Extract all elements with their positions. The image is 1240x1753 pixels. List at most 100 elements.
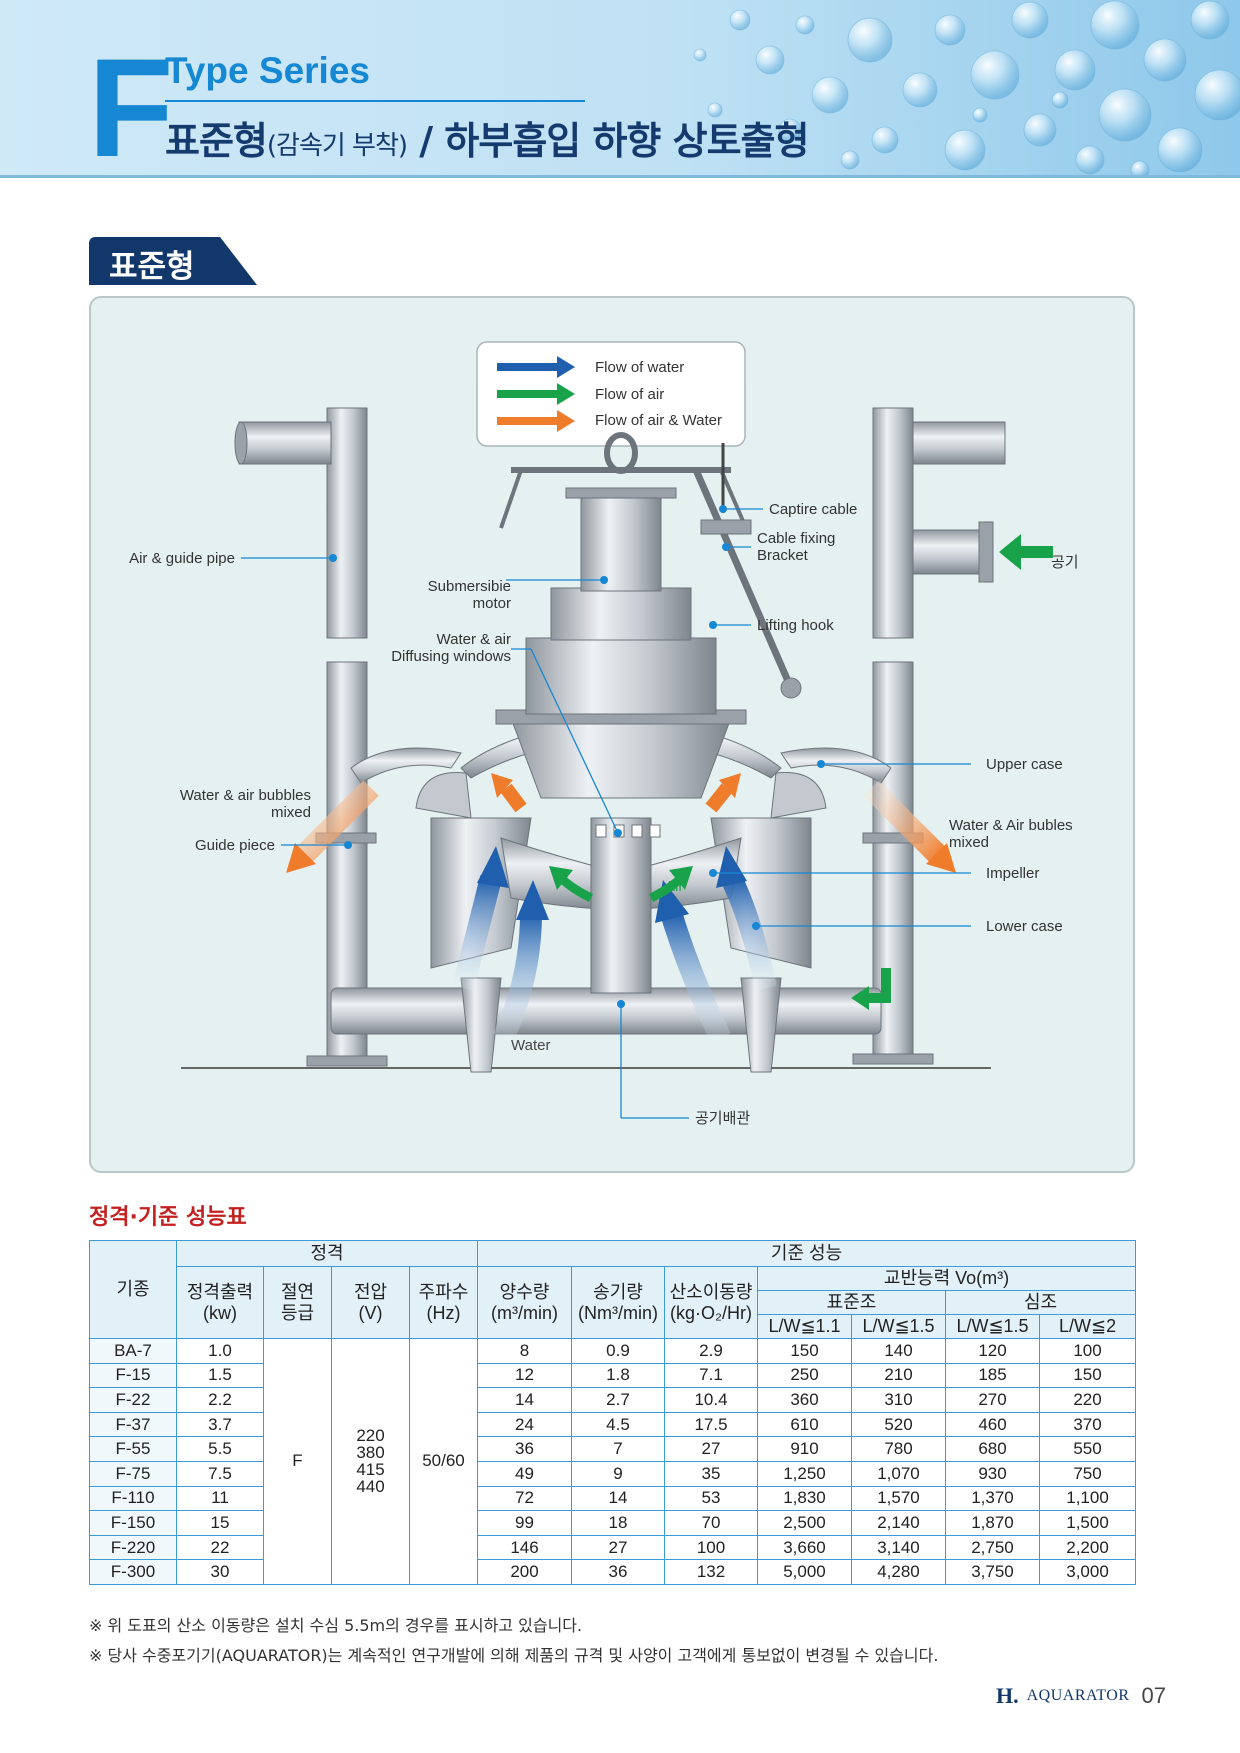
cell-output: 1.0 xyxy=(176,1338,264,1364)
label-lifting-hook: Lifting hook xyxy=(757,617,834,634)
cell-model: F-300 xyxy=(89,1559,177,1585)
cell-model: F-75 xyxy=(89,1460,177,1487)
label-diffusing-2: Diffusing windows xyxy=(391,648,511,665)
label-captire-cable: Captire cable xyxy=(769,501,857,518)
header-frequency-unit: (Hz) xyxy=(426,1302,461,1323)
upper-case-left-wing xyxy=(350,747,462,784)
header-water-flow-unit: (m³/min) xyxy=(491,1302,558,1323)
cell-water-flow: 146 xyxy=(477,1534,572,1561)
cell-lw-3: 680 xyxy=(945,1436,1040,1462)
cell-lw-3: 185 xyxy=(945,1362,1040,1389)
cell-lw-3: 120 xyxy=(945,1338,1040,1364)
section-tab: 표준형 xyxy=(89,237,257,285)
cell-oxygen: 35 xyxy=(664,1460,758,1487)
brand-logo-mark: H. xyxy=(996,1683,1019,1708)
lifting-leg-right xyxy=(719,469,748,529)
header-mixing: 교반능력 Vo(m³) xyxy=(756,1266,1137,1291)
header-rule xyxy=(0,175,1240,178)
motor-flange xyxy=(510,717,732,799)
header-output: 정격출력(kw) xyxy=(176,1266,264,1339)
cell-output: 5.5 xyxy=(176,1436,264,1462)
subtitle-paren: (감속기 부착) xyxy=(266,131,408,161)
legend-air-arrow-icon xyxy=(497,383,575,405)
lifting-leg-left xyxy=(499,469,523,529)
cell-oxygen: 53 xyxy=(664,1485,758,1512)
cell-oxygen: 70 xyxy=(664,1510,758,1536)
cell-lw-1: 5,000 xyxy=(757,1559,852,1585)
subtitle-separator: / xyxy=(419,119,433,163)
cell-lw-3: 1,370 xyxy=(945,1485,1040,1512)
lifting-hook-arm xyxy=(692,468,795,690)
cell-oxygen: 17.5 xyxy=(664,1411,758,1438)
cell-water-flow: 12 xyxy=(477,1362,572,1389)
label-impeller: Impeller xyxy=(986,865,1039,882)
note-1: ※ 위 도표의 산소 이동량은 설치 수심 5.5m의 경우를 표시하고 있습니… xyxy=(89,1616,583,1635)
gear-reducer xyxy=(525,637,717,715)
label-submersible-2: motor xyxy=(473,595,511,612)
cell-model: F-110 xyxy=(89,1485,177,1512)
cell-model: BA-7 xyxy=(89,1338,177,1364)
cell-air-flow: 4.5 xyxy=(571,1411,665,1438)
cell-lw-4: 750 xyxy=(1038,1460,1137,1487)
subtitle-main: 표준형 xyxy=(165,119,268,163)
cell-output: 7.5 xyxy=(176,1460,264,1487)
cell-output: 30 xyxy=(176,1559,264,1585)
cell-air-flow: 9 xyxy=(571,1460,665,1487)
cell-lw-3: 930 xyxy=(945,1460,1040,1487)
left-leg xyxy=(460,977,502,1073)
series-subtitle: 표준형(감속기 부착) / 하부흡입 하향 상토출형 xyxy=(165,110,809,165)
air-down-arrow-icon xyxy=(851,968,891,1010)
cell-lw-4: 100 xyxy=(1038,1338,1137,1364)
notes: ※ 위 도표의 산소 이동량은 설치 수심 5.5m의 경우를 표시하고 있습니… xyxy=(89,1611,938,1671)
cell-lw-2: 2,140 xyxy=(851,1510,946,1536)
cell-lw-4: 1,100 xyxy=(1038,1485,1137,1512)
table-title: 정격·기준 성능표 xyxy=(89,1205,247,1230)
cell-lw-2: 1,570 xyxy=(851,1485,946,1512)
air-flow-arrows xyxy=(549,866,693,903)
cell-water-flow: 200 xyxy=(477,1559,572,1585)
cell-model: F-220 xyxy=(89,1534,177,1561)
cell-air-flow: 27 xyxy=(571,1534,665,1561)
series-letter: F xyxy=(88,29,174,178)
cell-lw-4: 2,200 xyxy=(1038,1534,1137,1561)
aerator-illustration: Flow of water Flow of air Flow of air & … xyxy=(129,341,1079,1127)
header-frequency: 주파수(Hz) xyxy=(409,1266,478,1339)
page-number: 07 xyxy=(1141,1683,1166,1708)
cell-water-flow: 8 xyxy=(477,1338,572,1364)
label-bubbles-right-1: Water & Air bubles xyxy=(949,817,1073,834)
header-standard-tank: 표준조 xyxy=(757,1290,946,1315)
page-footer: H. AQUARATOR 07 xyxy=(996,1683,1166,1709)
series-underline xyxy=(165,100,585,102)
legend-water-arrow-icon xyxy=(497,356,575,378)
diagram-labels: Air & guide pipe Captire cable Cable fix… xyxy=(129,501,1079,1127)
header-model: 기종 xyxy=(89,1240,177,1339)
mixed-flow-arrows xyxy=(286,773,956,873)
cell-lw-3: 460 xyxy=(945,1411,1040,1438)
cable-bracket xyxy=(700,519,752,535)
flow-legend: Flow of water Flow of air Flow of air & … xyxy=(476,341,746,447)
subtitle-rest: 하부흡입 하향 상토출형 xyxy=(444,119,809,163)
section-tab-label: 표준형 xyxy=(109,249,195,285)
cell-lw-2: 210 xyxy=(851,1362,946,1389)
label-bubbles-left-1: Water & air bubbles xyxy=(180,787,311,804)
label-diffusing-1: Water & air xyxy=(437,631,511,648)
header-rating: 정격 xyxy=(176,1240,478,1267)
cell-lw-2: 140 xyxy=(851,1338,946,1364)
cell-model: F-55 xyxy=(89,1436,177,1462)
air-pipe xyxy=(330,987,882,1035)
motor-cap xyxy=(565,487,677,499)
cell-air-flow: 36 xyxy=(571,1559,665,1585)
label-upper-case: Upper case xyxy=(986,756,1063,773)
cell-lw-1: 910 xyxy=(757,1436,852,1462)
header-lw-1: L/W≦1.1 xyxy=(757,1314,852,1339)
label-air-guide-pipe: Air & guide pipe xyxy=(129,550,235,567)
label-lower-case: Lower case xyxy=(986,918,1063,935)
header-voltage-label: 전압 xyxy=(353,1281,388,1302)
legend-mix-arrow-icon xyxy=(497,410,575,432)
